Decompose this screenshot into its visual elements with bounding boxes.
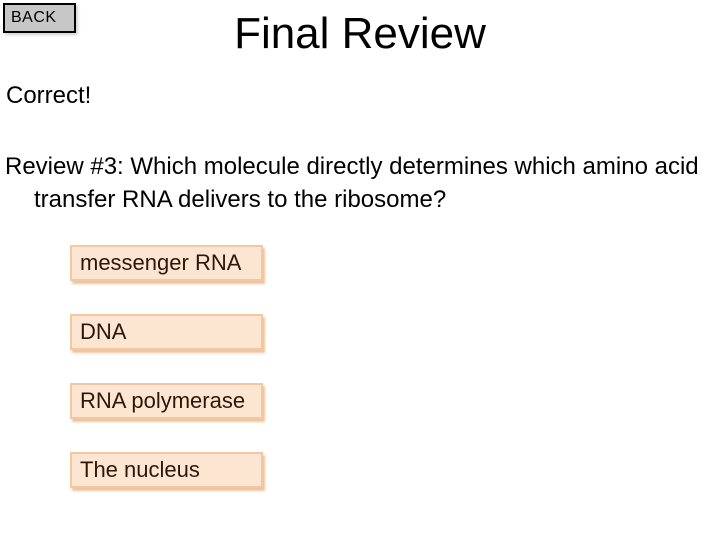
back-button[interactable]: BACK [3, 3, 76, 33]
question-text: Review #3: Which molecule directly deter… [5, 150, 699, 216]
answer-list: messenger RNA DNA RNA polymerase The nuc… [70, 245, 263, 488]
page-title: Final Review [234, 9, 486, 58]
answer-button-dna[interactable]: DNA [70, 314, 263, 350]
question-line-2: transfer RNA delivers to the ribosome? [34, 186, 447, 213]
answer-button-the-nucleus[interactable]: The nucleus [70, 452, 263, 488]
answer-button-messenger-rna[interactable]: messenger RNA [70, 245, 263, 281]
answer-button-rna-polymerase[interactable]: RNA polymerase [70, 383, 263, 419]
question-line-1: Review #3: Which molecule directly deter… [5, 153, 699, 180]
status-correct-text: Correct! [6, 82, 92, 109]
